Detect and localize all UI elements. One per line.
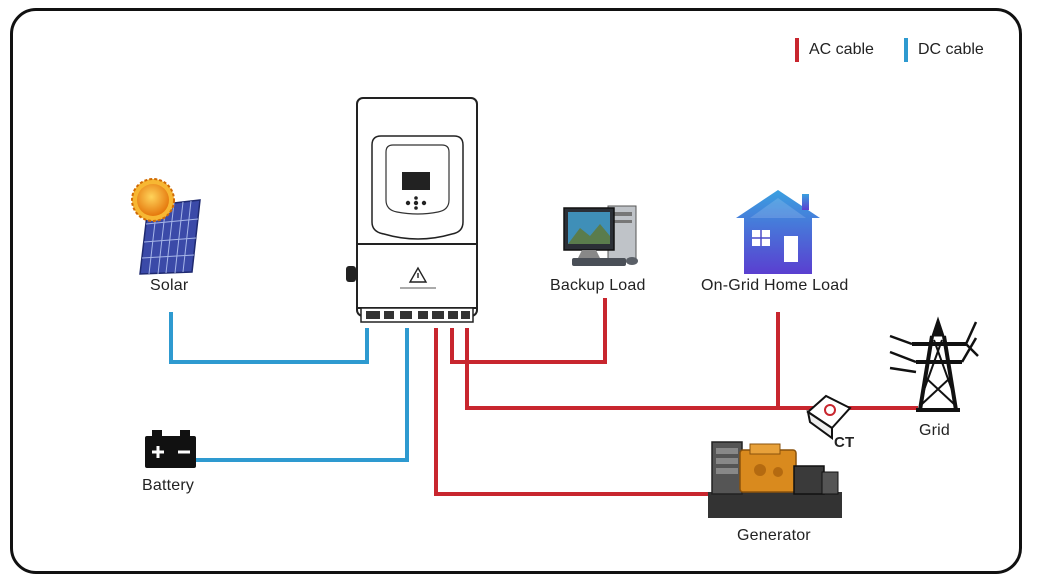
ac-cable-grid [465,328,918,410]
transmission-tower-icon [889,316,979,412]
legend-ac-swatch [795,38,799,62]
generator-label: Generator [737,527,811,544]
legend-dc-swatch [904,38,908,62]
solar-panel-icon [131,178,201,275]
legend-dc-label: DC cable [918,41,984,58]
diagram-frame [10,8,1022,574]
desktop-computer-icon [563,205,638,266]
dc-cable-battery [196,328,409,462]
house-icon [736,190,820,274]
ct-label: CT [834,434,855,451]
ac-cable-backup-load [450,298,607,364]
backup-load-label: Backup Load [550,277,646,294]
dc-cable-solar [169,312,369,364]
sun-icon [131,178,175,222]
ac-cable-generator [434,328,710,496]
hybrid-inverter-icon [346,97,478,323]
battery-label: Battery [142,477,195,494]
legend-ac-cable: AC cable [795,38,874,62]
dc-cables [169,312,409,462]
solar-label: Solar [150,277,189,294]
generator-icon [708,441,842,518]
home-load-label: On-Grid Home Load [701,277,849,294]
grid-label: Grid [919,422,951,439]
legend-ac-label: AC cable [809,41,874,58]
ac-cables [434,298,918,496]
legend-dc-cable: DC cable [904,38,984,62]
battery-icon [145,430,196,468]
current-transformer-icon [806,394,852,440]
